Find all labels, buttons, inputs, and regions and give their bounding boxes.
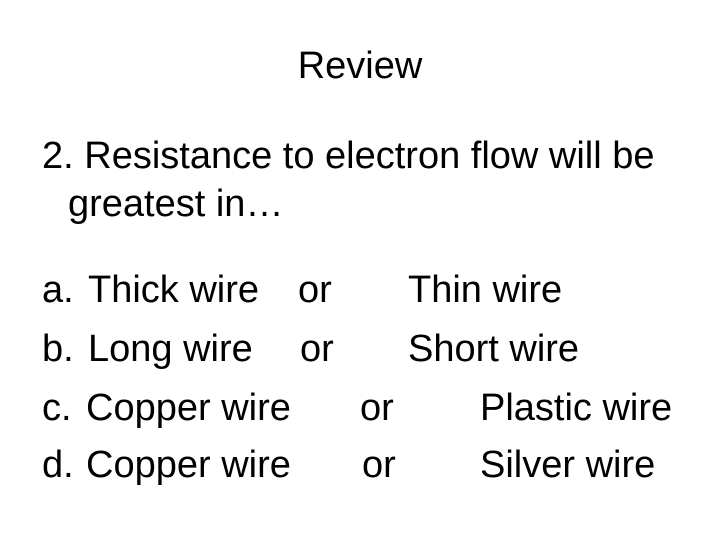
option-d-conjunction: or <box>362 444 396 486</box>
option-row-d: d. Copper wire or Silver wire <box>0 441 720 489</box>
option-d-second-choice: Silver wire <box>480 444 656 486</box>
option-c-conjunction: or <box>360 387 394 429</box>
option-b-label: b. <box>42 328 74 370</box>
option-row-a: a. Thick wire or Thin wire <box>0 266 720 314</box>
option-c-label: c. <box>42 387 72 429</box>
option-a-first-choice: Thick wire <box>88 269 260 311</box>
option-c-first-choice: Copper wire <box>86 387 291 429</box>
slide-title: Review <box>297 45 423 87</box>
option-b-first-choice: Long wire <box>88 328 253 370</box>
option-row-b: b. Long wire or Short wire <box>0 325 720 373</box>
option-b-second-choice: Short wire <box>408 328 580 370</box>
option-a-label: a. <box>42 269 74 311</box>
question-line-1: 2. Resistance to electron flow will be <box>42 135 655 177</box>
option-a-second-choice: Thin wire <box>408 269 563 311</box>
option-row-c: c. Copper wire or Plastic wire <box>0 384 720 432</box>
option-c-second-choice: Plastic wire <box>480 387 673 429</box>
option-d-label: d. <box>42 444 74 486</box>
option-a-conjunction: or <box>298 269 332 311</box>
option-d-first-choice: Copper wire <box>86 444 291 486</box>
option-b-conjunction: or <box>300 328 334 370</box>
question-line-2: greatest in… <box>68 183 284 225</box>
